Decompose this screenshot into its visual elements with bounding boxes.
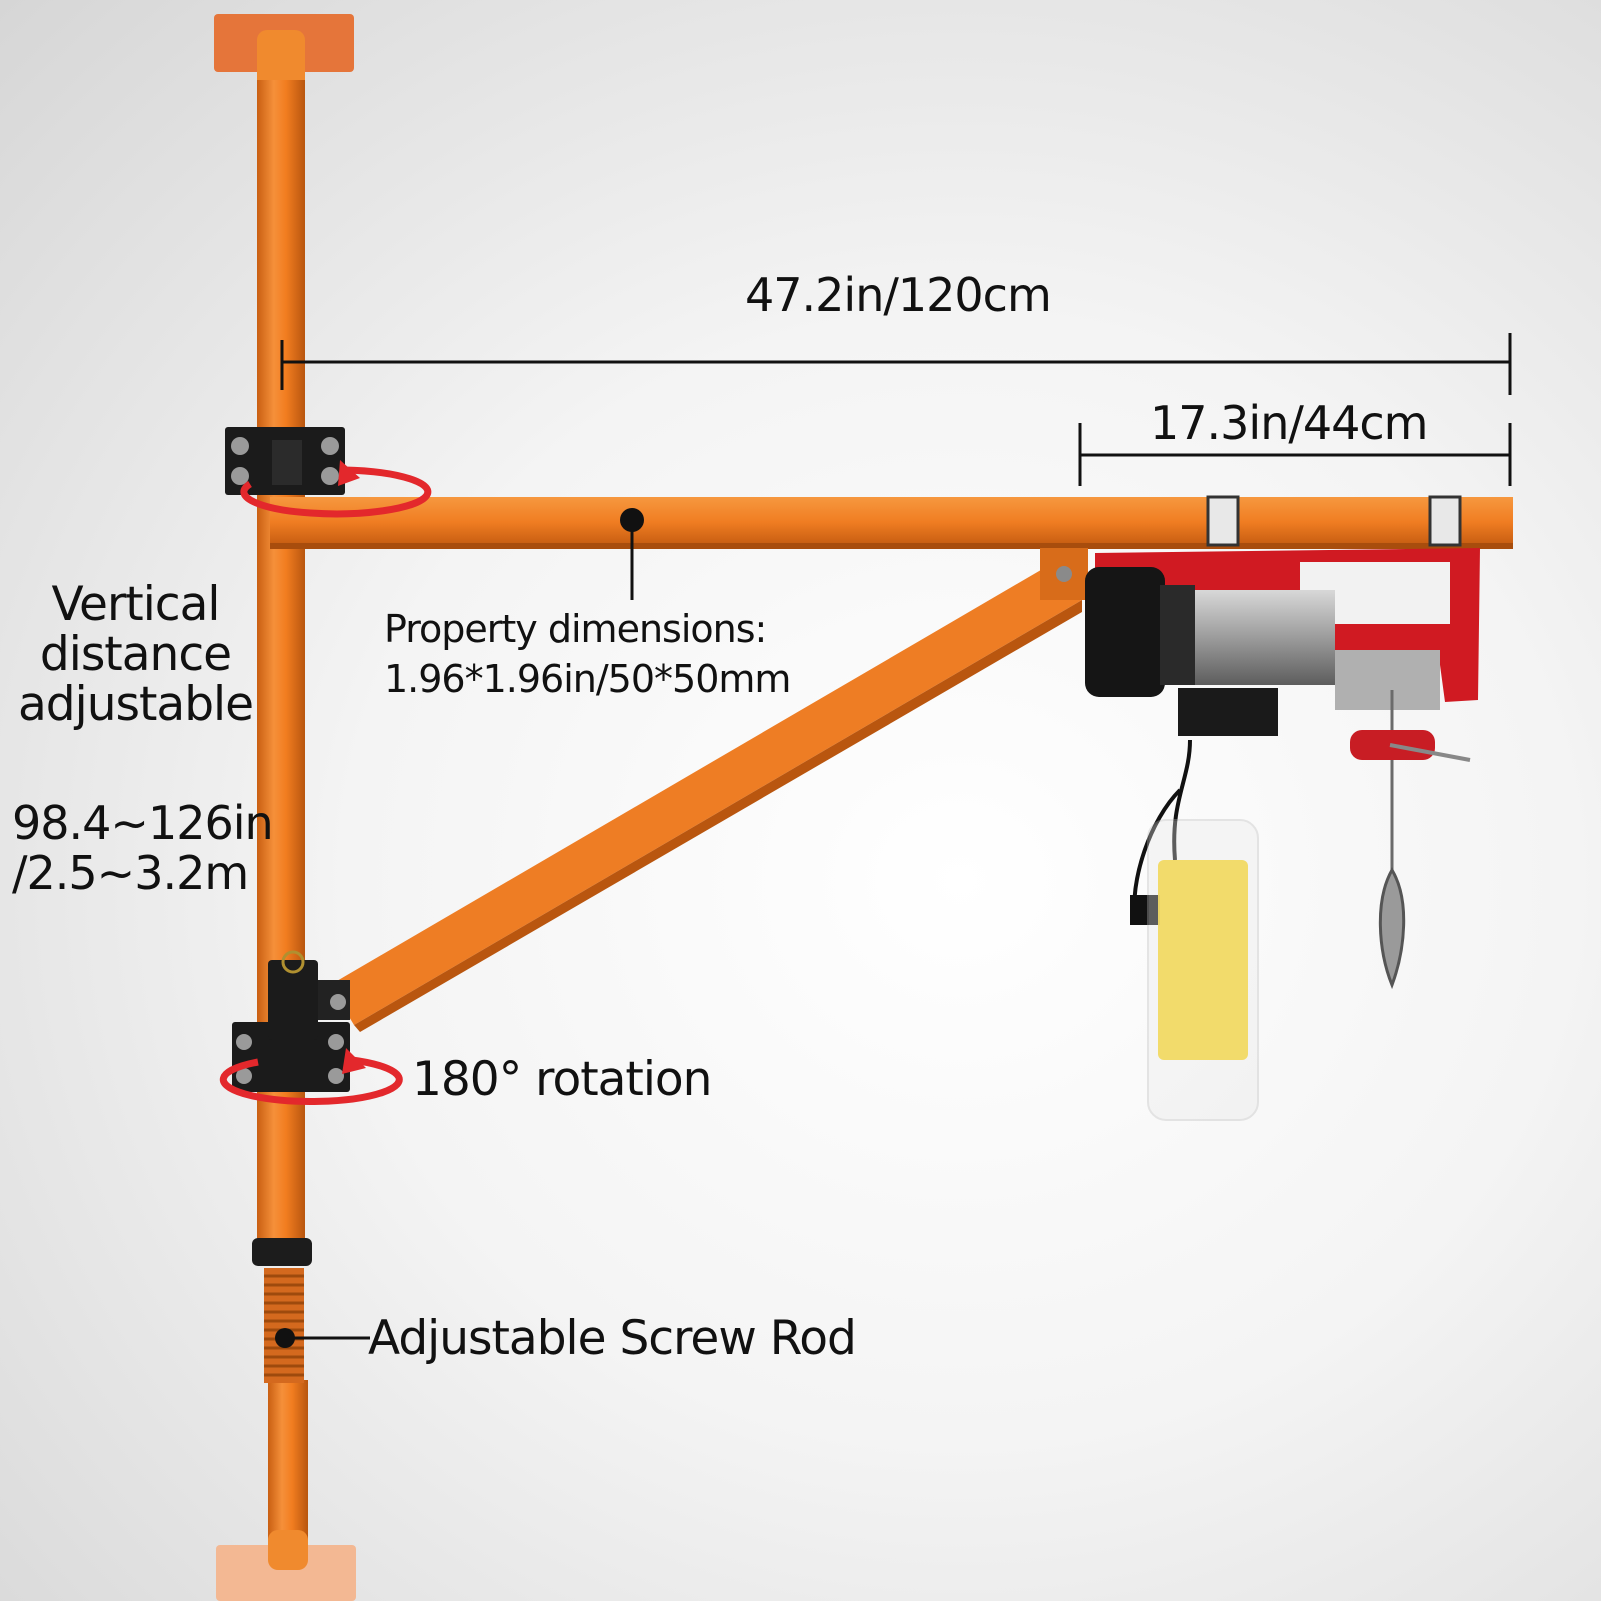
horizontal-beam bbox=[270, 497, 1513, 549]
vertical-adjustable-label: Vertical distance adjustable bbox=[18, 577, 254, 732]
screw-rod-callout-marker bbox=[275, 1328, 370, 1348]
height-range-line1: 98.4~126in bbox=[12, 796, 274, 850]
top-ceiling-pad bbox=[214, 14, 354, 90]
lower-rotation-arrow bbox=[219, 1048, 403, 1106]
profile-dimensions-title: Property dimensions: bbox=[384, 607, 767, 651]
diagonal-brace bbox=[330, 548, 1088, 1032]
hoist-width-label: 17.3in/44cm bbox=[1150, 396, 1428, 450]
vertical-label-line1: Vertical bbox=[51, 577, 221, 632]
lower-clamp bbox=[232, 950, 350, 1092]
total-width-label: 47.2in/120cm bbox=[745, 268, 1052, 322]
profile-dimensions-label: Property dimensions: 1.96*1.96in/50*50mm bbox=[384, 604, 791, 704]
screw-rod-label: Adjustable Screw Rod bbox=[368, 1311, 857, 1366]
height-range-label: 98.4~126in /2.5~3.2m bbox=[12, 796, 274, 900]
hoist-width-dimension-line bbox=[1078, 423, 1512, 486]
rotation-label: 180° rotation bbox=[412, 1052, 712, 1107]
upper-rotation-arrow bbox=[240, 460, 432, 518]
lifting-hook bbox=[1350, 690, 1471, 990]
upper-clamp bbox=[225, 427, 345, 495]
screw-rod bbox=[252, 1238, 312, 1383]
vertical-label-line2: distance bbox=[39, 627, 232, 682]
electric-hoist bbox=[1085, 495, 1480, 736]
bottom-floor-pad bbox=[216, 1530, 356, 1601]
total-width-dimension-line bbox=[280, 333, 1512, 395]
profile-dimensions-value: 1.96*1.96in/50*50mm bbox=[384, 657, 791, 701]
profile-callout-marker bbox=[620, 508, 644, 600]
height-range-line2: /2.5~3.2m bbox=[12, 846, 249, 900]
pendant-controller bbox=[1130, 739, 1259, 1121]
vertical-label-line3: adjustable bbox=[18, 677, 254, 732]
